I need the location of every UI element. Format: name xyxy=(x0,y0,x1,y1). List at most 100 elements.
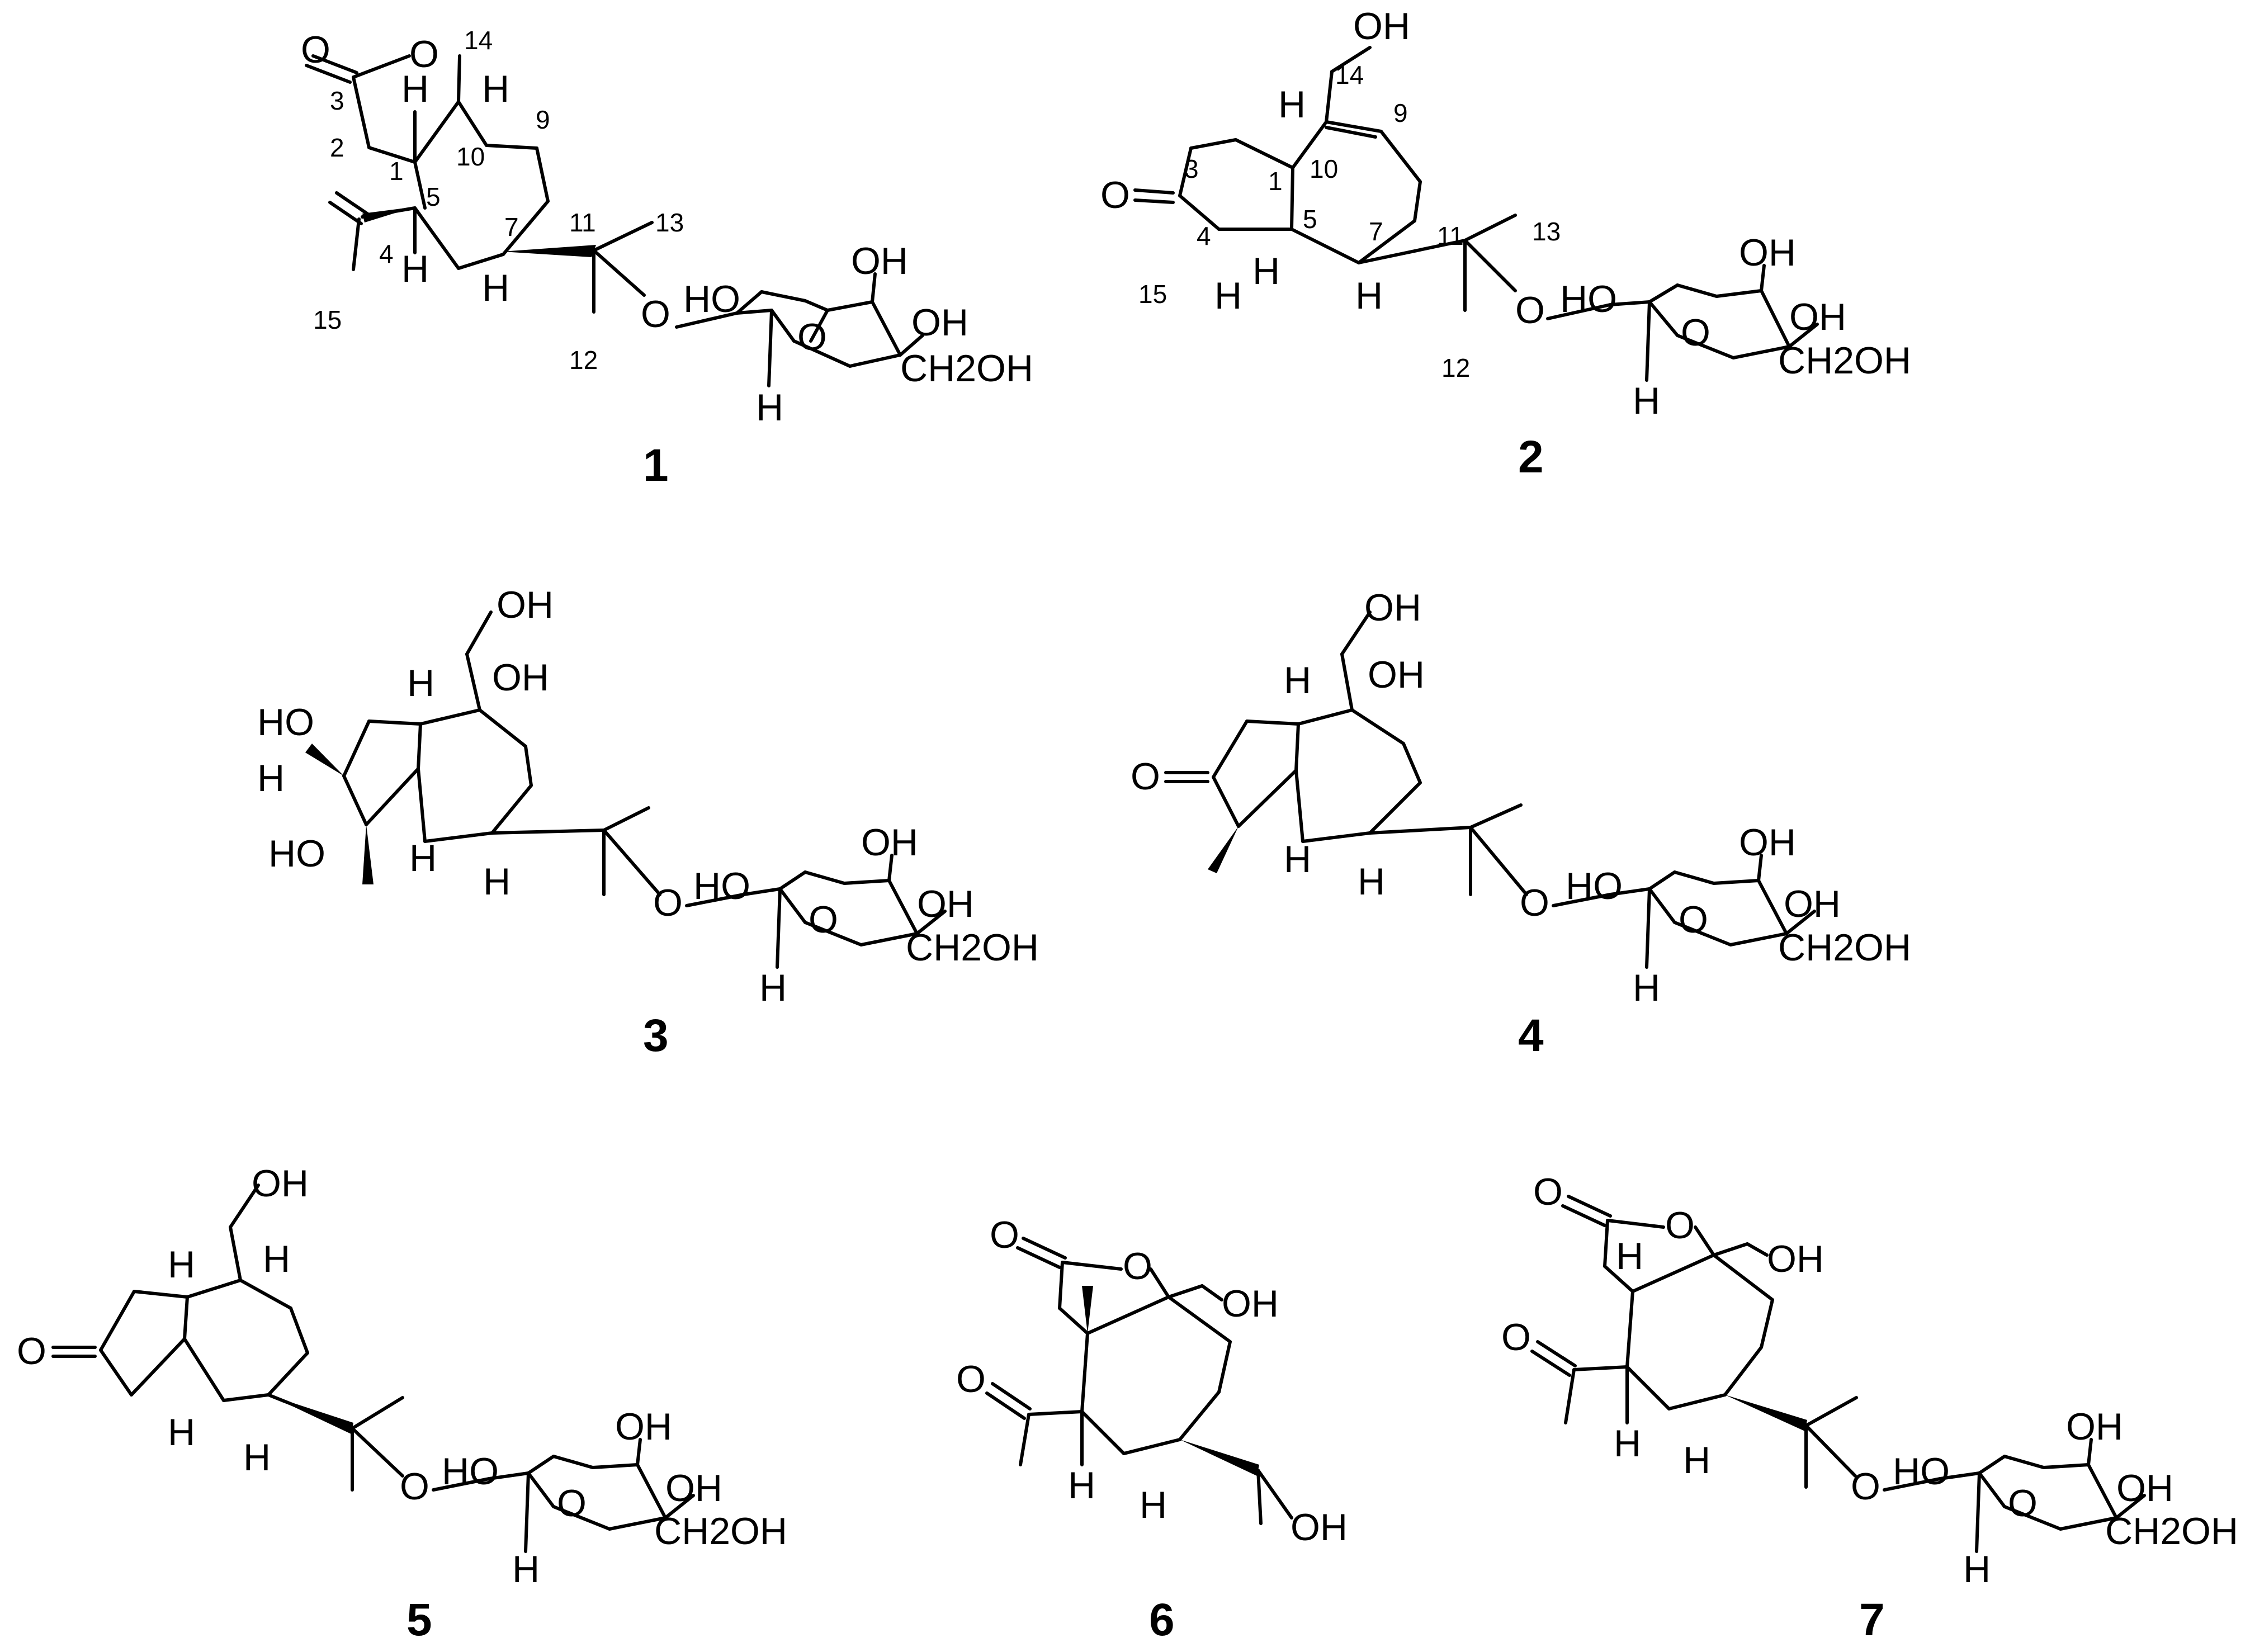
sugar-hydroxyl: OH xyxy=(1784,883,1841,925)
compound-2-glucose-ring xyxy=(1546,264,1819,382)
hydrogen-label: H xyxy=(409,837,437,879)
locant-label: 11 xyxy=(569,208,596,237)
locant-label: 3 xyxy=(1184,154,1199,183)
ketone-oxygen: O xyxy=(1131,755,1160,798)
compound-4-structure: OH H OH O H H O HO OH O OH CH2OH H 4 xyxy=(1131,586,1911,1061)
locant-label: 9 xyxy=(1393,98,1408,127)
ketone-oxygen: O xyxy=(1100,174,1130,216)
sugar-hydroxyl: OH xyxy=(1739,821,1796,864)
hydroxyl-group: OH xyxy=(1222,1282,1279,1325)
sugar-hydroxyl: OH xyxy=(1739,231,1796,274)
ring-oxygen: O xyxy=(1679,898,1708,941)
hydrogen-label: H xyxy=(1614,1422,1641,1465)
sugar-hydroxyl: HO xyxy=(693,865,750,907)
hydrogen-label: H xyxy=(1616,1235,1643,1277)
anomeric-hydrogen: H xyxy=(1633,380,1660,422)
anomeric-hydrogen: H xyxy=(756,386,783,429)
hydroxyl-group: OH xyxy=(252,1162,309,1205)
locant-label: 12 xyxy=(569,345,598,375)
hydroxyl-group: OH xyxy=(1767,1238,1824,1280)
locant-label: 12 xyxy=(1441,353,1470,382)
ketone-oxygen: O xyxy=(1501,1316,1531,1358)
glycosidic-oxygen: O xyxy=(641,293,670,335)
ring-oxygen: O xyxy=(2008,1482,2038,1525)
carbonyl-oxygen: O xyxy=(990,1214,1019,1256)
hydrogen-label: H xyxy=(1252,250,1280,292)
compound-3-structure: OH H OH HO H HO H H O HO OH O OH CH2OH H… xyxy=(257,584,1039,1061)
sugar-hydroxyl: OH xyxy=(615,1405,672,1448)
compound-5-wedge-bond xyxy=(268,1395,353,1434)
locant-label: 11 xyxy=(1437,221,1464,250)
compound-4-glucose-ring xyxy=(1552,854,1816,969)
locant-label: 4 xyxy=(379,239,394,268)
compound-7-wedge-bond xyxy=(1725,1395,1807,1431)
anomeric-hydrogen: H xyxy=(759,967,787,1009)
hydroxyl-group: OH xyxy=(1368,654,1425,696)
hydrogen-label: H xyxy=(243,1436,271,1479)
glycosidic-oxygen: O xyxy=(400,1465,429,1508)
sugar-hydroxyl: HO xyxy=(1893,1450,1950,1493)
compound-5-glucose-ring xyxy=(432,1438,695,1553)
hydroxyl-group: HO xyxy=(257,701,314,744)
compound-number: 6 xyxy=(1149,1594,1175,1645)
locant-label: 2 xyxy=(330,133,344,162)
sugar-hydroxyl: OH xyxy=(911,301,968,344)
locant-label: 14 xyxy=(464,26,493,55)
locant-label: 5 xyxy=(1303,205,1317,234)
compound-6-structure: O O OH O H H OH 6 xyxy=(956,1214,1348,1645)
compound-number: 2 xyxy=(1518,432,1544,482)
hydroxyl-group: OH xyxy=(1364,586,1421,629)
locant-label: 5 xyxy=(426,182,441,211)
compound-1-glucose-ring xyxy=(675,272,924,387)
sugar-hydroxyl: OH xyxy=(665,1467,722,1509)
compound-3-bonds xyxy=(342,610,661,896)
compound-1-wedge-bond xyxy=(502,245,596,257)
compound-6-bonds xyxy=(985,1237,1293,1525)
hydrogen-label: H xyxy=(1284,659,1311,702)
sugar-hydroxyl: HO xyxy=(683,278,740,320)
glycosidic-oxygen: O xyxy=(1515,289,1545,332)
hydroxymethyl-group: CH2OH xyxy=(2105,1510,2238,1552)
compound-1-wedge-bond xyxy=(362,207,415,223)
hydroxymethyl-group: CH2OH xyxy=(1778,339,1911,382)
compound-number: 1 xyxy=(643,440,669,491)
ring-oxygen: O xyxy=(557,1482,587,1525)
locant-label: 7 xyxy=(1369,217,1383,246)
hydroxymethyl-group: CH2OH xyxy=(654,1510,787,1552)
hydrogen-label: H xyxy=(257,757,285,799)
carbonyl-oxygen: O xyxy=(301,29,330,71)
hydroxymethyl-group: CH2OH xyxy=(1778,926,1911,969)
sugar-hydroxyl: OH xyxy=(1789,296,1846,338)
locant-label: 7 xyxy=(504,212,519,242)
sugar-hydroxyl: HO xyxy=(1566,865,1623,907)
glycosidic-oxygen: O xyxy=(653,882,683,924)
glycosidic-oxygen: O xyxy=(1520,882,1549,924)
hydrogen-label: H xyxy=(482,267,509,309)
compound-2-bonds xyxy=(1133,46,1517,312)
hydrogen-label: H xyxy=(401,68,429,110)
lactone-oxygen: O xyxy=(409,33,439,75)
locant-label: 10 xyxy=(456,142,485,171)
sugar-hydroxyl: OH xyxy=(2066,1405,2123,1448)
anomeric-hydrogen: H xyxy=(1633,967,1660,1009)
compound-4-bonds xyxy=(1164,610,1528,896)
hydrogen-label: H xyxy=(1358,860,1385,903)
ketone-oxygen: O xyxy=(17,1330,46,1372)
anomeric-hydrogen: H xyxy=(1963,1548,1991,1591)
hydrogen-label: H xyxy=(1214,274,1242,317)
lactone-oxygen: O xyxy=(1123,1245,1152,1287)
compound-6-wedge-bond xyxy=(1180,1440,1259,1476)
ketone-oxygen: O xyxy=(956,1358,986,1400)
locant-label: 1 xyxy=(389,157,404,186)
locant-label: 14 xyxy=(1335,60,1364,89)
hydrogen-label: H xyxy=(407,662,434,704)
hydrogen-label: H xyxy=(1068,1464,1095,1507)
ring-oxygen: O xyxy=(809,898,838,941)
hydrogen-label: H xyxy=(1278,83,1306,126)
hydroxyl-group: OH xyxy=(1353,5,1410,48)
locant-label: 15 xyxy=(1138,280,1167,309)
sugar-hydroxyl: HO xyxy=(442,1450,499,1493)
hydrogen-label: H xyxy=(401,248,429,290)
compound-1-bonds xyxy=(305,54,654,314)
